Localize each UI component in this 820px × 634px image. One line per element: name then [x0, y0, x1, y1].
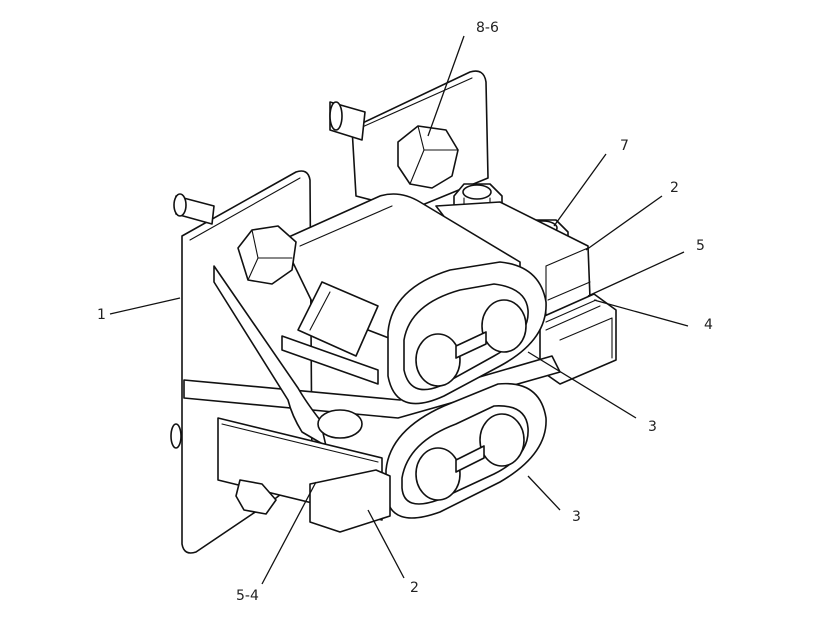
leader-3-lower — [527, 475, 561, 511]
leader-5-4 — [261, 481, 317, 585]
callout-2-bottom: 2 — [410, 580, 419, 596]
leader-7 — [553, 153, 607, 227]
lower-grommet — [385, 382, 547, 519]
leader-lines — [109, 35, 689, 585]
leader-2-top — [585, 195, 663, 251]
leader-8-6 — [427, 35, 465, 137]
callout-2-top: 2 — [670, 180, 679, 196]
leader-3-upper — [527, 351, 637, 419]
callout-1: 1 — [97, 307, 106, 323]
callout-7: 7 — [620, 138, 629, 154]
callout-3-upper: 3 — [648, 419, 657, 435]
leader-5 — [587, 251, 685, 297]
leader-1 — [109, 297, 181, 315]
callout-5-4: 5-4 — [236, 588, 259, 604]
leader-4 — [593, 299, 689, 327]
callout-4: 4 — [704, 317, 713, 333]
callout-8-6: 8-6 — [476, 20, 499, 36]
callout-5: 5 — [696, 238, 705, 254]
lower-clamp-bar — [309, 469, 391, 533]
callout-labels: 1 8-6 7 2 5 4 3 3 5-4 2 — [97, 20, 713, 604]
leader-2-bottom — [367, 509, 405, 579]
bolt-8-6 — [397, 125, 459, 189]
callout-3-lower: 3 — [572, 509, 581, 525]
upper-grommet — [387, 261, 547, 405]
